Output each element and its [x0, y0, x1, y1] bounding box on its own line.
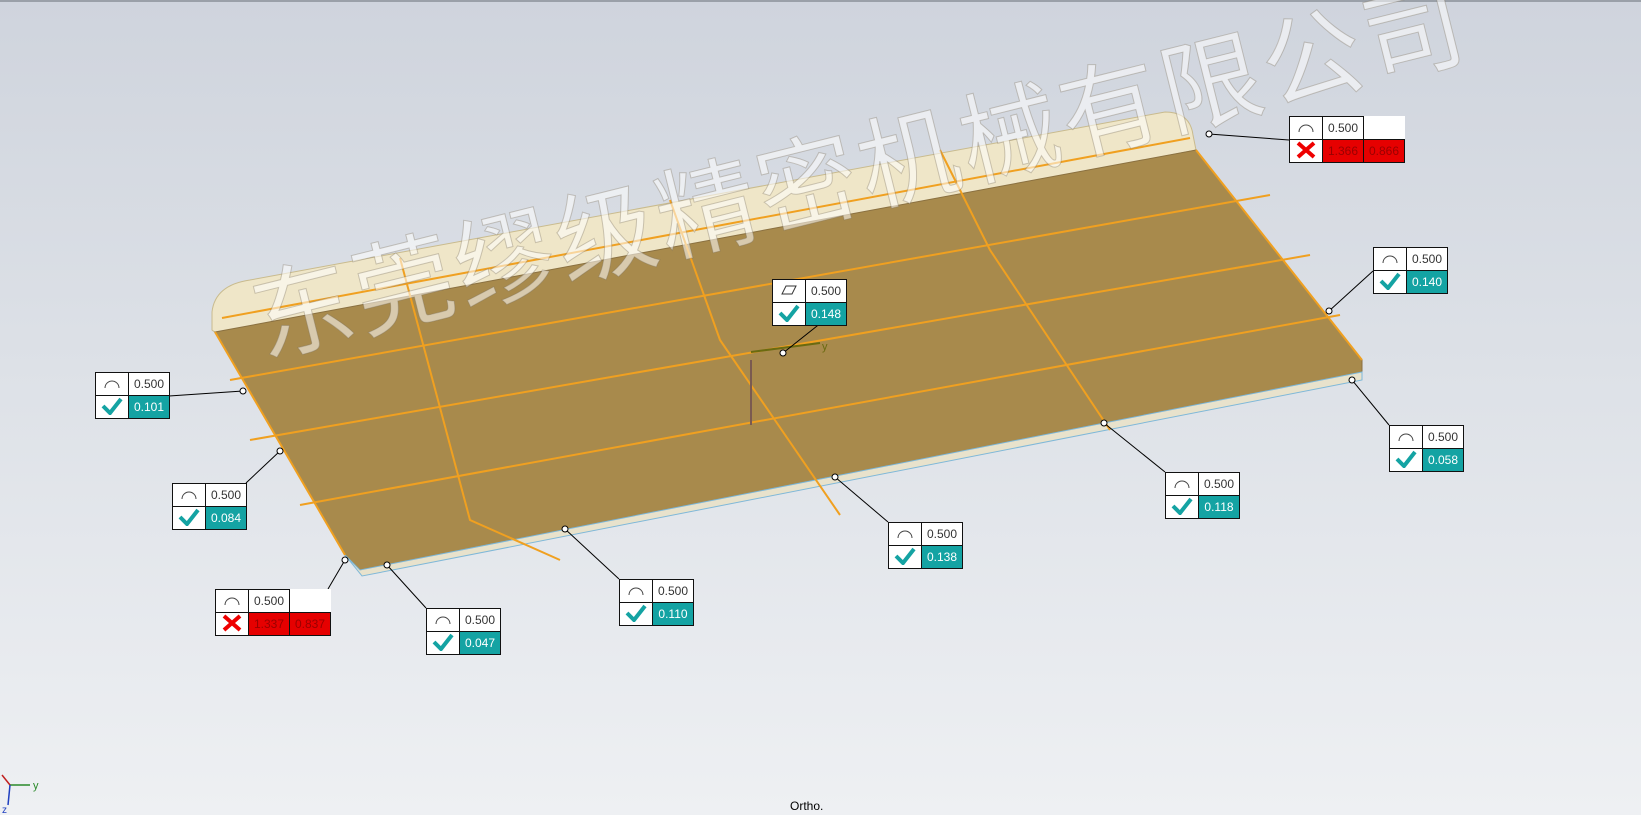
measured-value: 0.837 [289, 612, 331, 636]
tolerance-value: 0.500 [921, 522, 963, 546]
profile-icon [619, 579, 653, 603]
tolerance-value: 0.500 [205, 483, 247, 507]
measurement-point[interactable] [561, 525, 569, 533]
tolerance-value: 0.500 [1406, 247, 1448, 271]
leader-line [1328, 270, 1374, 312]
check-icon [888, 545, 922, 569]
measurement-point[interactable] [1325, 307, 1333, 315]
leader-lines [168, 130, 1390, 609]
svg-text:y: y [822, 341, 828, 353]
measured-value: 0.140 [1406, 270, 1448, 294]
profile-icon [1165, 472, 1199, 496]
leader-line [327, 559, 346, 590]
profile-icon [888, 522, 922, 546]
tolerance-value: 0.500 [248, 589, 290, 613]
tolerance-value: 0.500 [1198, 472, 1240, 496]
leader-line [245, 450, 281, 484]
cross-icon [1289, 139, 1323, 163]
measurement-point[interactable] [239, 387, 247, 395]
check-icon [426, 631, 460, 655]
viewport-top-border [0, 0, 1641, 2]
measured-value: 0.110 [652, 602, 694, 626]
origin-axis: y [750, 341, 828, 425]
profile-icon [95, 372, 129, 396]
leader-line [1103, 422, 1166, 473]
measurement-point[interactable] [1348, 376, 1356, 384]
profile-icon [1373, 247, 1407, 271]
check-icon [619, 602, 653, 626]
tolerance-value: 0.500 [805, 279, 847, 303]
profile-icon [1389, 425, 1423, 449]
projection-label: Ortho. [790, 799, 824, 813]
leader-line [168, 390, 244, 397]
measurement-point[interactable] [276, 447, 284, 455]
leader-line [386, 564, 427, 609]
check-icon [1165, 495, 1199, 519]
svg-text:y: y [33, 780, 39, 792]
cross-icon [215, 612, 249, 636]
check-icon [772, 302, 806, 326]
svg-text:z: z [2, 805, 7, 815]
measured-value: 0.118 [1198, 495, 1240, 519]
check-icon [1373, 270, 1407, 294]
tolerance-value: 0.500 [1322, 116, 1364, 140]
measured-value: 1.366 [1322, 139, 1364, 163]
tolerance-value: 0.500 [1422, 425, 1464, 449]
measured-value: 0.866 [1363, 139, 1405, 163]
measured-value: 0.084 [205, 506, 247, 530]
measurement-point[interactable] [779, 349, 787, 357]
profile-icon [426, 608, 460, 632]
profile-icon [172, 483, 206, 507]
measurement-point[interactable] [383, 561, 391, 569]
tolerance-value: 0.500 [459, 608, 501, 632]
leader-line [564, 528, 620, 580]
leader-line [834, 476, 889, 523]
tolerance-value: 0.500 [652, 579, 694, 603]
measured-value: 0.058 [1422, 448, 1464, 472]
check-icon [95, 395, 129, 419]
measured-value: 0.047 [459, 631, 501, 655]
measurement-point[interactable] [1100, 419, 1108, 427]
flatness-icon [772, 279, 806, 303]
profile-icon [215, 589, 249, 613]
measured-value: 0.148 [805, 302, 847, 326]
check-icon [1389, 448, 1423, 472]
check-icon [172, 506, 206, 530]
measured-value: 0.138 [921, 545, 963, 569]
profile-icon [1289, 116, 1323, 140]
measurement-point[interactable] [341, 556, 349, 564]
measurement-point[interactable] [831, 473, 839, 481]
axis-triad: y z [1, 774, 39, 815]
plate-front-edge [344, 371, 1363, 577]
measured-value: 1.337 [248, 612, 290, 636]
measurement-point[interactable] [1205, 130, 1213, 138]
leader-line [1208, 133, 1290, 141]
measured-value: 0.101 [128, 395, 170, 419]
leader-line [1351, 379, 1390, 426]
tolerance-value: 0.500 [128, 372, 170, 396]
